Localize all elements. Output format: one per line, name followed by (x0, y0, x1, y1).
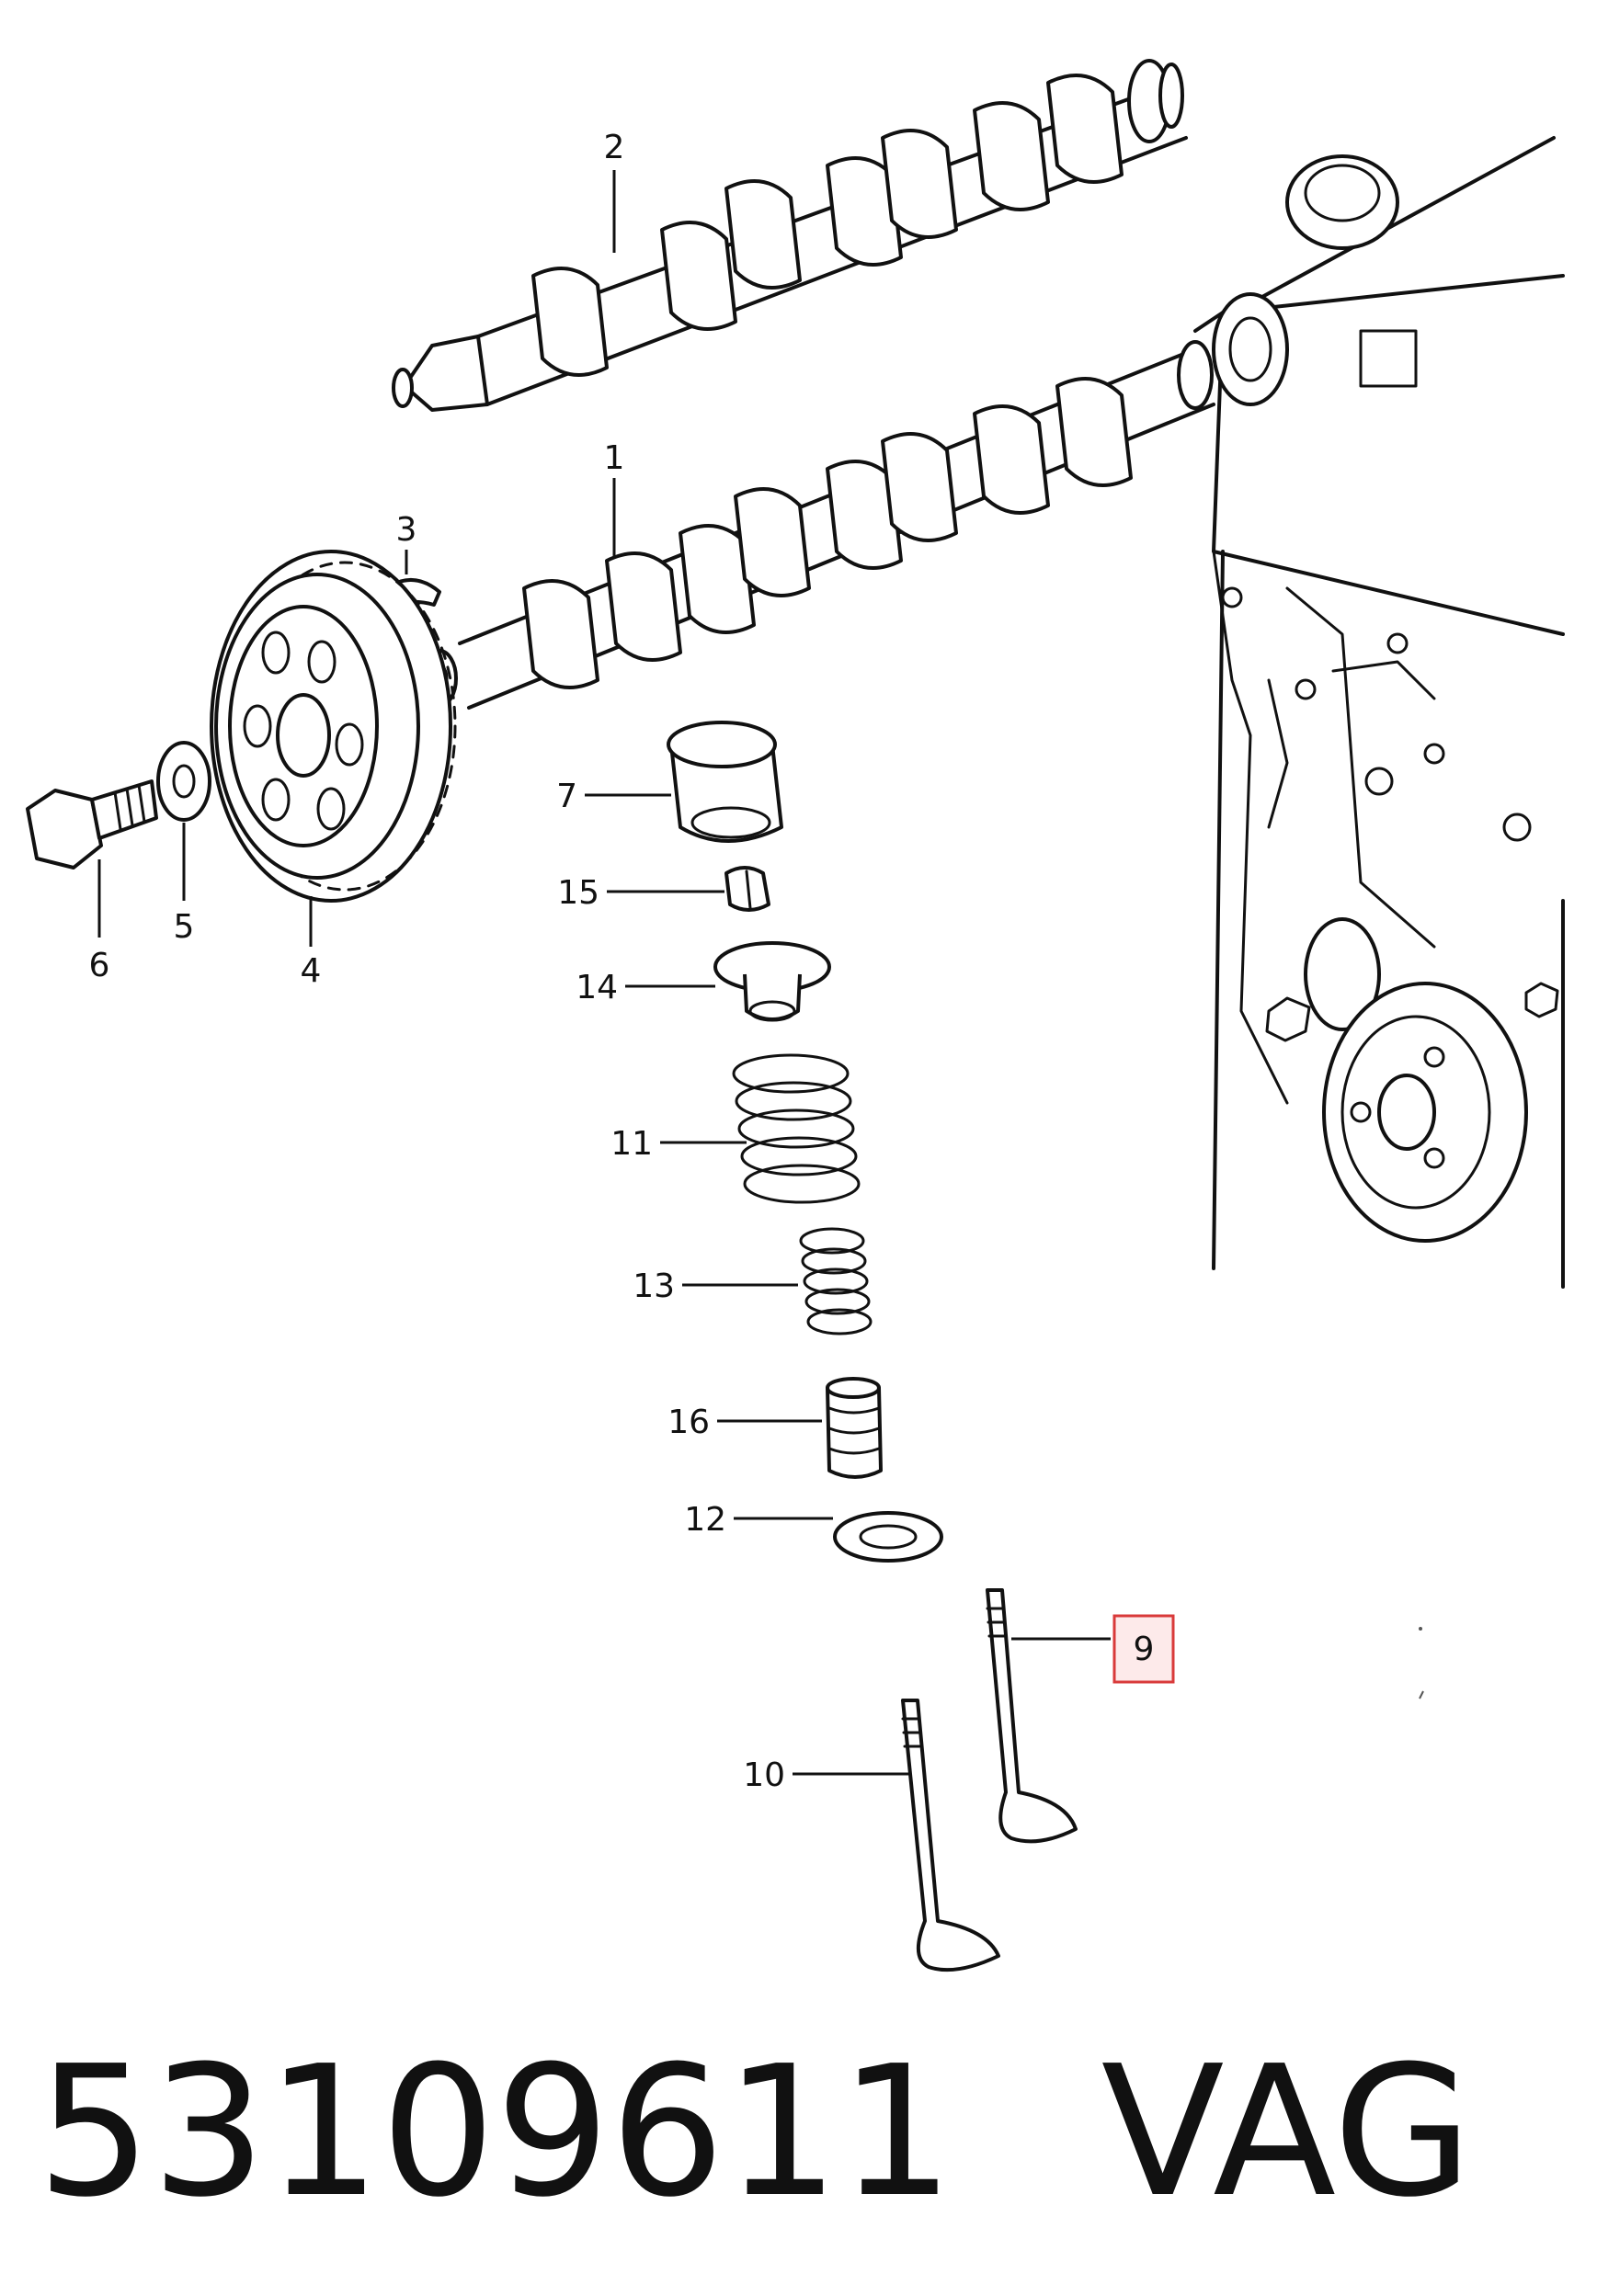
part-number: 53109611 (37, 2028, 954, 2237)
bucket-tappet[interactable] (667, 721, 783, 843)
callout-3: 3 (396, 511, 417, 549)
callout-13: 13 (633, 1267, 675, 1305)
camshaft-upper[interactable] (392, 59, 1188, 412)
callout-15: 15 (557, 874, 599, 912)
outer-valve-spring[interactable] (732, 1053, 861, 1204)
callout-9[interactable]: 9 (1134, 1631, 1155, 1668)
callout-11: 11 (610, 1125, 653, 1163)
diagram-canvas: 2 1 3 4 5 6 7 15 14 11 13 16 12 10 9 (26, 59, 1565, 1972)
valve-cotters[interactable] (724, 866, 770, 912)
bolt[interactable] (26, 779, 158, 870)
engine-block (1193, 136, 1565, 1289)
callout-9-highlight (1112, 1614, 1175, 1684)
callout-12: 12 (684, 1501, 726, 1539)
camshaft-lower[interactable] (421, 340, 1215, 710)
leader-lines (97, 170, 1111, 1776)
camshaft-upper-lobes (531, 74, 1124, 377)
brand-name: VAG (1101, 2028, 1473, 2237)
callout-16: 16 (667, 1404, 710, 1441)
scan-speckles (1419, 1627, 1424, 1699)
spring-retainer[interactable] (713, 941, 831, 1022)
camshaft-lower-lobes (522, 377, 1133, 689)
camshaft-sprocket[interactable] (210, 550, 457, 903)
callout-7: 7 (556, 778, 577, 815)
washer[interactable] (156, 741, 211, 822)
valve-stem-seal[interactable] (826, 1377, 883, 1479)
callout-10: 10 (743, 1756, 785, 1794)
callout-1: 1 (604, 439, 625, 477)
valve-9[interactable] (986, 1588, 1078, 1844)
callout-5: 5 (174, 908, 195, 946)
valve-10[interactable] (901, 1699, 1000, 1972)
callout-2: 2 (604, 129, 625, 166)
callout-4: 4 (301, 952, 322, 990)
spring-seat[interactable] (833, 1511, 943, 1563)
callout-14: 14 (576, 969, 618, 1006)
callout-6: 6 (89, 947, 110, 984)
callout-numbers: 2 1 3 4 5 6 7 15 14 11 13 16 12 10 9 (89, 129, 1175, 1794)
inner-valve-spring[interactable] (799, 1227, 873, 1336)
